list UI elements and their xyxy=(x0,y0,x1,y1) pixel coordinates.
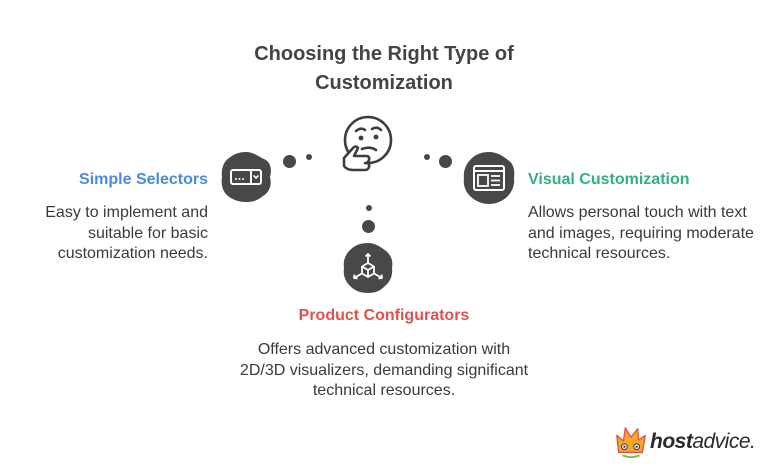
product-configurators-heading: Product Configurators xyxy=(298,307,470,324)
simple-selectors-description: Easy to implement and suitable for basic… xyxy=(45,204,208,262)
hostadvice-logo-icon xyxy=(616,427,646,459)
visual-customization-heading: Visual Customization xyxy=(528,171,690,188)
connector-dot xyxy=(362,220,375,233)
connector-dot xyxy=(366,205,372,211)
visual-customization-description: Allows personal touch with text and imag… xyxy=(528,204,754,262)
connector-dot xyxy=(283,155,296,168)
diagram-title: Choosing the Right Type of Customization xyxy=(254,43,514,94)
simple-selectors-heading: Simple Selectors xyxy=(79,171,208,188)
layout-window-icon xyxy=(463,152,515,204)
connector-dot xyxy=(306,154,312,160)
thinking-face-icon xyxy=(342,115,393,172)
3d-cube-icon xyxy=(343,243,393,293)
product-configurators-description: Offers advanced customization with 2D/3D… xyxy=(239,341,529,399)
brand-bold: host xyxy=(650,430,693,453)
connector-dot xyxy=(424,154,430,160)
connector-dot xyxy=(439,155,452,168)
brand-wordmark[interactable]: hostadvice. xyxy=(650,430,756,454)
brand-rest: advice. xyxy=(692,430,756,453)
selector-dropdown-icon xyxy=(221,152,271,202)
